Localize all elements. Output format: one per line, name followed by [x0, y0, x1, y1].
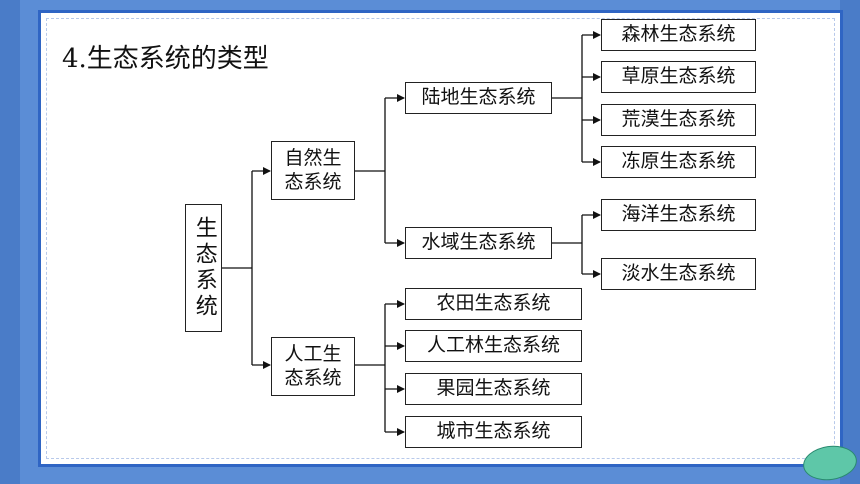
grassland-ecosystem-node: 草原生态系统 [601, 61, 756, 93]
tundra-ecosystem-node: 冻原生态系统 [601, 146, 756, 178]
slide-inner-border [46, 18, 835, 459]
artificial-label-line1: 人工生 [284, 342, 342, 365]
water-ecosystem-node: 水域生态系统 [405, 227, 552, 259]
desert-ecosystem-node: 荒漠生态系统 [601, 104, 756, 136]
plantation-ecosystem-node: 人工林生态系统 [405, 330, 582, 362]
ocean-ecosystem-node: 海洋生态系统 [601, 199, 756, 231]
farmland-ecosystem-node: 农田生态系统 [405, 288, 582, 320]
orchard-ecosystem-node: 果园生态系统 [405, 373, 582, 405]
natural-ecosystem-node: 自然生 态系统 [271, 141, 355, 200]
frame-left [0, 0, 20, 484]
natural-label-line2: 态系统 [284, 170, 342, 193]
root-node: 生态系统 [185, 204, 222, 332]
natural-label-line1: 自然生 [284, 146, 342, 169]
freshwater-ecosystem-node: 淡水生态系统 [601, 258, 756, 290]
city-ecosystem-node: 城市生态系统 [405, 416, 582, 448]
forest-ecosystem-node: 森林生态系统 [601, 19, 756, 51]
artificial-ecosystem-node: 人工生 态系统 [271, 337, 355, 396]
frame-right [840, 0, 860, 484]
artificial-label-line2: 态系统 [284, 366, 342, 389]
slide-title: 4.生态系统的类型 [62, 44, 269, 74]
root-label: 生态系统 [191, 216, 217, 320]
land-ecosystem-node: 陆地生态系统 [405, 82, 552, 114]
